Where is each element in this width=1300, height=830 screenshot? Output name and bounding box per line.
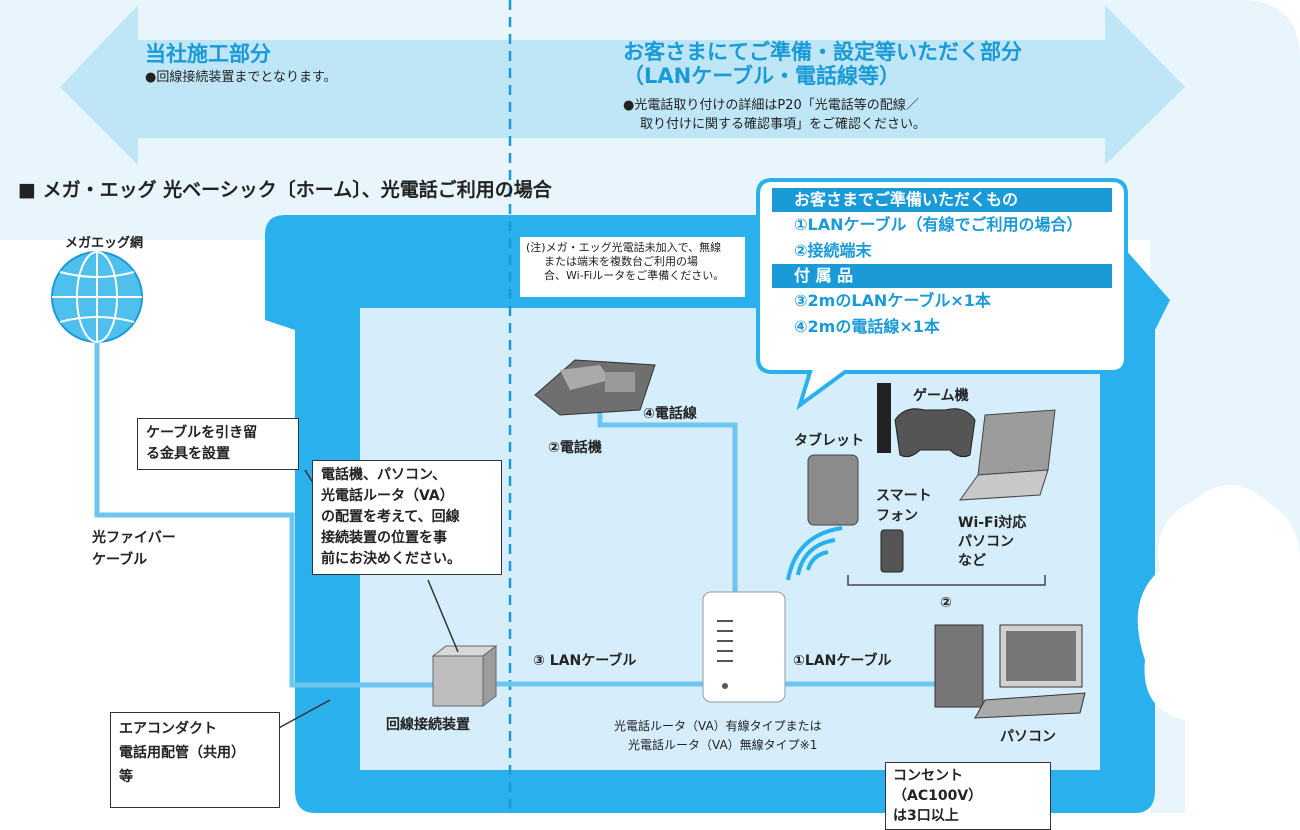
fiber-cable [94, 340, 450, 688]
router-caption-line1: 光電話ルータ（VA）有線タイプまたは [614, 719, 822, 733]
smartphone-label-line2: フォン [876, 508, 918, 524]
wifi-pc-label-line3: など [958, 553, 986, 569]
pointer-onu-box [427, 579, 459, 653]
bubble-header-prepare: お客さまでご準備いただくもの [772, 188, 1112, 212]
fiber-label-line1: 光ファイバー [92, 530, 176, 546]
lan3-label: ③ LANケーブル [533, 653, 637, 669]
footnote-box: (注)メガ・エッグ光電話未加入で、無線 または端末を複数台ご利用の場 合、Wi-… [520, 237, 745, 297]
placement-line5: 前にお決めください。 [321, 551, 461, 567]
phone-line-label: ④電話線 [643, 406, 697, 422]
pc-label: パソコン [1000, 729, 1056, 745]
right-arrow-title-line2: （LANケーブル・電話線等） [623, 64, 900, 88]
cable-bracket-box: ケーブルを引き留 る金具を設置 [137, 418, 299, 470]
duct-box: エアコンダクト 電話用配管（共用） 等 [110, 712, 280, 808]
onu-device [431, 644, 498, 708]
duct-line2: 電話用配管（共用） [119, 745, 245, 761]
phone-label: ②電話機 [548, 440, 602, 456]
lan1-label: ①LANケーブル [793, 653, 892, 669]
placement-advice-box: 電話機、パソコン、 光電話ルータ（VA） の配置を考えて、回線 接続装置の位置を… [312, 460, 502, 575]
router-device [702, 591, 786, 703]
tree-shape [1137, 485, 1300, 813]
laptop-device [958, 409, 1056, 501]
footnote-line2: または端末を複数台ご利用の場 [544, 255, 698, 268]
wifi-pc-label-line1: Wi-Fi対応 [958, 515, 1027, 531]
double-arrow [60, 5, 1185, 165]
right-arrow-note-line2: 取り付けに関する確認事項」をご確認ください。 [640, 117, 927, 132]
desktop-pc [934, 624, 1086, 719]
speech-bubble [756, 178, 1128, 411]
section-title: ■ メガ・エッグ 光ベーシック〔ホーム〕、光電話ご利用の場合 [18, 179, 552, 201]
globe-icon [51, 251, 143, 343]
network-label: メガエッグ網 [65, 236, 144, 251]
onu-label: 回線接続装置 [386, 717, 470, 733]
router-caption-line2: 光電話ルータ（VA）無線タイプ※1 [628, 738, 818, 752]
smartphone-label-line1: スマート [876, 488, 932, 504]
bubble-item-lan-cable: ①LANケーブル（有線でご利用の場合） [794, 215, 1083, 234]
outlet-line2: は3口以上 [893, 808, 959, 824]
phone-line [597, 410, 738, 600]
pointer-duct-box [274, 699, 331, 731]
cable-box-line1: ケーブルを引き留 [146, 425, 258, 441]
tablet-label: タブレット [794, 433, 864, 449]
cable-box-line2: る金具を設置 [146, 446, 230, 462]
devices-bracket [847, 575, 1046, 586]
footnote-line1: (注)メガ・エッグ光電話未加入で、無線 [526, 241, 722, 254]
wifi-waves [786, 526, 843, 581]
footnote-line3: 合、Wi-Fiルータをご準備ください。 [544, 269, 725, 282]
game-label: ゲーム機 [913, 388, 969, 404]
bubble-header-accessories: 付 属 品 [772, 264, 1112, 288]
placement-line1: 電話機、パソコン、 [321, 467, 447, 483]
placement-line3: の配置を考えて、回線 [321, 509, 460, 525]
left-arrow-title: 当社施工部分 [145, 42, 271, 66]
bubble-item-phone-line-2m: ④2mの電話線×1本 [794, 317, 940, 336]
left-arrow-note: ●回線接続装置までとなります。 [145, 70, 337, 85]
duct-line3: 等 [119, 769, 133, 785]
router-caption: 光電話ルータ（VA）有線タイプまたは 光電話ルータ（VA）無線タイプ※1 [614, 717, 822, 755]
outlet-box: コンセント（AC100V） は3口以上 [885, 762, 1051, 830]
tablet-device [807, 454, 859, 526]
bubble-content: お客さまでご準備いただくもの ①LANケーブル（有線でご利用の場合） ②接続端末… [772, 188, 1112, 340]
wifi-pc-label-line2: パソコン [958, 534, 1014, 550]
outlet-line1: コンセント（AC100V） [893, 768, 983, 804]
smartphone-device [880, 529, 904, 573]
right-arrow-title-line1: お客さまにてご準備・設定等いただく部分 [623, 40, 1022, 64]
placement-line4: 接続装置の位置を事 [321, 530, 447, 546]
duct-line1: エアコンダクト [119, 721, 217, 737]
fiber-label-line2: ケーブル [92, 552, 148, 568]
right-arrow-note-line1: ●光電話取り付けの詳細はP20「光電話等の配線／ [623, 98, 919, 113]
game-console [877, 383, 976, 458]
bubble-item-lan-2m: ③2mのLANケーブル×1本 [794, 291, 991, 310]
telephone-device [534, 359, 656, 416]
bubble-item-terminal: ②接続端末 [794, 241, 872, 260]
devices-number-label: ② [940, 595, 952, 611]
placement-line2: 光電話ルータ（VA） [321, 488, 454, 504]
